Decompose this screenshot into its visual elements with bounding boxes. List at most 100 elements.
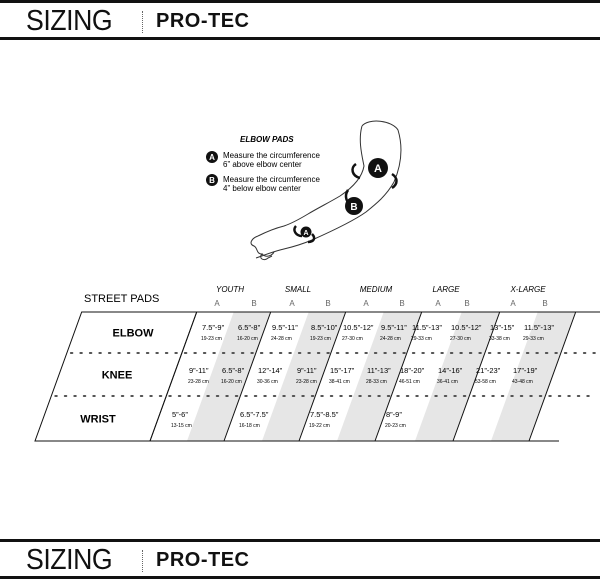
sub-header-a: A: [510, 299, 516, 308]
legend-a-marker: [206, 151, 218, 163]
column-divider-3: [298, 311, 347, 442]
cell-value: 9.5”-11”: [272, 323, 298, 332]
cell-metric: 19-23 cm: [201, 336, 222, 342]
cell-metric: 16-18 cm: [239, 423, 260, 429]
marker-wrist-a-circle: [300, 226, 312, 238]
cell-metric: 38-41 cm: [329, 379, 350, 385]
row-label-elbow: ELBOW: [113, 328, 155, 340]
cell-metric: 36-41 cm: [437, 379, 458, 385]
size-header-youth: YOUTH: [216, 285, 244, 294]
cell-metric: 23-28 cm: [188, 379, 209, 385]
column-divider-6: [528, 311, 577, 442]
cell-metric: 19-23 cm: [310, 336, 331, 342]
cell-metric: 29-33 cm: [523, 336, 544, 342]
size-header-large: LARGE: [432, 285, 460, 294]
cell-value: 21”-23”: [476, 366, 501, 375]
legend-b-letter: B: [209, 176, 215, 185]
sub-header-b: B: [399, 299, 404, 308]
marker-b-letter: B: [350, 202, 357, 213]
legend-a-line2: 6” above elbow center: [223, 160, 302, 169]
header-band: SIZING PRO-TEC: [0, 0, 600, 40]
footer-band: SIZING PRO-TEC: [0, 539, 600, 579]
sub-header-b: B: [325, 299, 330, 308]
row-label-wrist: WRIST: [80, 414, 116, 426]
sub-header-a: A: [363, 299, 369, 308]
shade-band-5: [491, 312, 576, 441]
row-label-knee: KNEE: [102, 370, 133, 382]
cell-metric: 33-38 cm: [489, 336, 510, 342]
cell-value: 14”-16”: [438, 366, 463, 375]
footer-separator: [142, 550, 143, 572]
cell-value: 9.5”-11”: [381, 323, 407, 332]
marker-wrist-a-letter: A: [303, 230, 308, 237]
marker-b-circle: [345, 197, 363, 215]
cell-value: 11.5”-13”: [412, 323, 442, 332]
sub-header-a: A: [289, 299, 295, 308]
size-header-x-large: X-LARGE: [509, 285, 546, 294]
cell-value: 7.5”-9”: [202, 323, 225, 332]
cell-value: 6.5”-7.5”: [240, 410, 269, 419]
legend-a-line1: Measure the circumference: [223, 151, 320, 160]
legend-b-line2: 4” below elbow center: [223, 184, 301, 193]
arm-illustration-icon: [250, 120, 402, 261]
sub-header-a: A: [435, 299, 441, 308]
legend-b-marker: [206, 174, 218, 186]
header-title: SIZING: [26, 5, 113, 37]
cell-metric: 16-20 cm: [237, 336, 258, 342]
shade-band-1: [187, 312, 271, 441]
cell-value: 15”-17”: [330, 366, 355, 375]
shade-band-4: [415, 312, 500, 441]
cell-metric: 43-48 cm: [512, 379, 533, 385]
cell-value: 6.5”-8”: [222, 366, 245, 375]
cell-value: 8”-9”: [386, 410, 402, 419]
cell-value: 8.5”-10”: [311, 323, 338, 332]
cell-value: 11”-13”: [367, 366, 391, 375]
table-title: STREET PADS: [84, 293, 159, 305]
cell-value: 12”-14”: [258, 366, 283, 375]
cell-metric: 27-30 cm: [450, 336, 471, 342]
cell-value: 17”-19”: [513, 366, 538, 375]
footer-brand-logo: PRO-TEC: [156, 549, 250, 571]
legend-b-line1: Measure the circumference: [223, 175, 320, 184]
cell-value: 10.5”-12”: [343, 323, 374, 332]
header-brand-logo: PRO-TEC: [156, 10, 250, 32]
cell-metric: 16-20 cm: [221, 379, 242, 385]
cell-metric: 46-51 cm: [399, 379, 420, 385]
sub-header-b: B: [464, 299, 469, 308]
marker-a-circle: [368, 158, 388, 178]
cell-metric: 28-33 cm: [366, 379, 387, 385]
shade-band-3: [337, 312, 422, 441]
cell-metric: 53-58 cm: [475, 379, 496, 385]
cell-metric: 24-28 cm: [380, 336, 401, 342]
shade-band-2: [262, 312, 346, 441]
cell-value: 18”-20”: [400, 366, 425, 375]
cell-value: 9”-11”: [189, 366, 209, 375]
legend-a-letter: A: [209, 153, 215, 162]
size-header-medium: MEDIUM: [360, 285, 393, 294]
header-separator: [142, 11, 143, 33]
cell-value: 6.5”-8”: [238, 323, 261, 332]
cell-metric: 24-28 cm: [271, 336, 292, 342]
cell-value: 9”-11”: [297, 366, 317, 375]
cell-value: 7.5”-8.5”: [310, 410, 339, 419]
column-divider-1: [149, 311, 198, 442]
size-header-small: SMALL: [285, 285, 311, 294]
table-grid: [34, 311, 600, 442]
column-divider-4: [374, 311, 423, 442]
cell-value: 10.5”-12”: [451, 323, 482, 332]
cell-metric: 27-30 cm: [342, 336, 363, 342]
footer-title: SIZING: [26, 544, 113, 576]
column-shading: [187, 312, 576, 441]
column-divider-2: [223, 311, 272, 442]
cell-metric: 13-15 cm: [171, 423, 192, 429]
cell-value: 13”-15”: [490, 323, 515, 332]
cell-value: 5”-6”: [172, 410, 188, 419]
marker-a-letter: A: [374, 163, 382, 175]
cell-metric: 29-33 cm: [411, 336, 432, 342]
cell-metric: 19-22 cm: [309, 423, 330, 429]
cell-metric: 30-36 cm: [257, 379, 278, 385]
sub-header-b: B: [542, 299, 547, 308]
sub-header-b: B: [251, 299, 256, 308]
